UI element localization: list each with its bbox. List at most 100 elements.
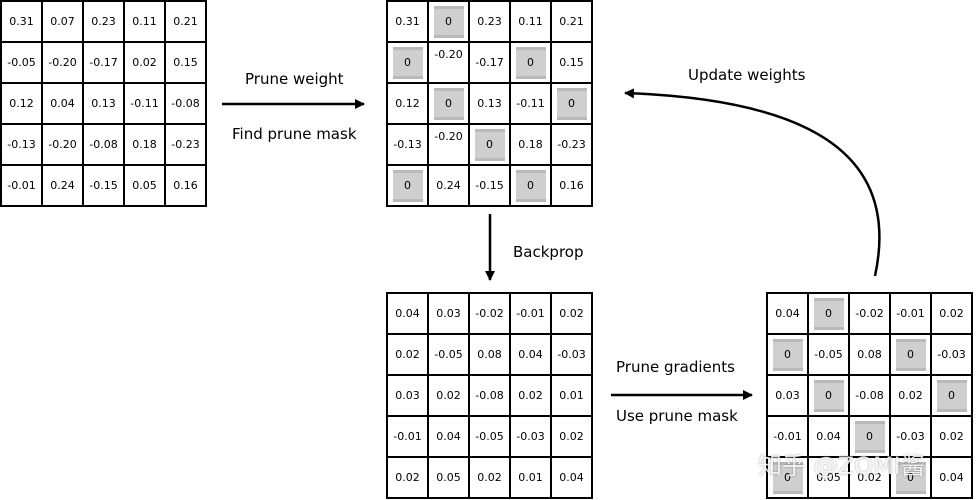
matrix-cell-value: -0.17 bbox=[475, 56, 504, 69]
matrix-cell: 0.08 bbox=[468, 333, 511, 376]
matrix-cell: 0 bbox=[766, 333, 809, 376]
matrix-cell-value: -0.02 bbox=[855, 307, 884, 320]
matrix-cell-value: -0.15 bbox=[89, 179, 118, 192]
matrix-cell-value: -0.01 bbox=[516, 307, 545, 320]
matrix-cell: 0 bbox=[766, 456, 809, 499]
matrix-cell-value: 0.04 bbox=[50, 97, 75, 110]
matrix-cell: 0.04 bbox=[807, 415, 850, 458]
matrix-cell: -0.08 bbox=[468, 374, 511, 417]
matrix-cell: -0.05 bbox=[468, 415, 511, 458]
matrix-cell: 0 bbox=[386, 41, 429, 84]
matrix-cell: 0.12 bbox=[386, 82, 429, 125]
matrix-cell: -0.13 bbox=[0, 123, 43, 166]
matrix-cell-value: 0.04 bbox=[436, 430, 461, 443]
matrix-cell: -0.08 bbox=[164, 82, 207, 125]
matrix-cell: -0.05 bbox=[427, 333, 470, 376]
matrix-cell-value: 0 bbox=[568, 97, 575, 110]
pruned-cell-highlight bbox=[772, 461, 803, 494]
matrix-cell-value: 0.01 bbox=[518, 471, 543, 484]
matrix-cell-value: 0.02 bbox=[436, 389, 461, 402]
matrix-cell-value: -0.01 bbox=[896, 307, 925, 320]
matrix-cell-value: 0.16 bbox=[173, 179, 198, 192]
matrix-cell: 0 bbox=[509, 164, 552, 207]
matrix-cell-value: 0.12 bbox=[9, 97, 34, 110]
pruned-cell-highlight bbox=[433, 5, 464, 38]
matrix-cell-value: 0 bbox=[784, 471, 791, 484]
matrix-cell: 0.11 bbox=[509, 0, 552, 43]
matrix-cell-value: -0.01 bbox=[393, 430, 422, 443]
matrix-cell: -0.17 bbox=[82, 41, 125, 84]
matrix-cell-value: 0 bbox=[486, 138, 493, 151]
matrix-cell-value: 0.03 bbox=[775, 389, 800, 402]
matrix-cell-value: -0.20 bbox=[434, 48, 463, 61]
matrix-cell-value: -0.05 bbox=[7, 56, 36, 69]
matrix-cell-value: -0.20 bbox=[434, 130, 463, 143]
matrix-cell: 0.24 bbox=[41, 164, 84, 207]
pruned-cell-highlight bbox=[936, 379, 967, 412]
matrix-cell: -0.01 bbox=[509, 292, 552, 335]
matrix-cell-value: 0.18 bbox=[518, 138, 543, 151]
pruned-cell-highlight bbox=[474, 128, 505, 161]
matrix-cell: 0.24 bbox=[427, 164, 470, 207]
pruned-cell-highlight bbox=[895, 461, 926, 494]
matrix-cell: -0.23 bbox=[550, 123, 593, 166]
matrix-cell: 0 bbox=[848, 415, 891, 458]
matrix-cell: 0.11 bbox=[123, 0, 166, 43]
matrix-cell-value: 0 bbox=[825, 307, 832, 320]
matrix-cell-value: 0 bbox=[404, 56, 411, 69]
matrix-cell: 0.02 bbox=[889, 374, 932, 417]
matrix-cell-value: 0.04 bbox=[559, 471, 584, 484]
matrix-cell-value: 0 bbox=[784, 348, 791, 361]
matrix-cell: -0.20 bbox=[427, 41, 470, 84]
matrix-cell: -0.02 bbox=[468, 292, 511, 335]
matrix-cell: 0 bbox=[807, 374, 850, 417]
matrix-cell-value: 0.07 bbox=[50, 15, 75, 28]
matrix-cell: 0 bbox=[427, 82, 470, 125]
matrix-cell-value: -0.17 bbox=[89, 56, 118, 69]
pruned-cell-highlight bbox=[515, 169, 546, 202]
matrix-cell: 0.04 bbox=[386, 292, 429, 335]
matrix-cell: 0.18 bbox=[509, 123, 552, 166]
matrix-cell: -0.01 bbox=[386, 415, 429, 458]
matrix-cell: 0.04 bbox=[509, 333, 552, 376]
arrow-update-weights bbox=[624, 88, 881, 277]
matrix-row: -0.13-0.20-0.08 0.18 -0.23 bbox=[0, 123, 207, 166]
matrix-cell: -0.11 bbox=[123, 82, 166, 125]
matrix-cell: -0.20 bbox=[41, 123, 84, 166]
matrix-cell: -0.15 bbox=[468, 164, 511, 207]
matrix-cell: -0.17 bbox=[468, 41, 511, 84]
matrix-cell: -0.01 bbox=[0, 164, 43, 207]
matrix-cell: 0.01 bbox=[550, 374, 593, 417]
matrix-cell-value: 0.02 bbox=[939, 307, 964, 320]
matrix-cell-value: -0.03 bbox=[557, 348, 586, 361]
matrix-cell: -0.03 bbox=[550, 333, 593, 376]
matrix-cell: 0.31 bbox=[0, 0, 43, 43]
matrix-cell-value: 0.15 bbox=[173, 56, 198, 69]
pruned-cell-highlight bbox=[515, 46, 546, 79]
matrix-cell: -0.20 bbox=[41, 41, 84, 84]
matrix-cell-value: 0.11 bbox=[132, 15, 157, 28]
matrix-cell-value: -0.01 bbox=[773, 430, 802, 443]
matrix-cell: 0.15 bbox=[164, 41, 207, 84]
matrix-cell: 0 bbox=[427, 0, 470, 43]
matrix-cell-value: 0.31 bbox=[9, 15, 34, 28]
matrix-cell-value: 0.13 bbox=[91, 97, 116, 110]
matrix-cell-value: 0 bbox=[907, 348, 914, 361]
matrix-cell-value: 0.02 bbox=[857, 471, 882, 484]
matrix-cell: 0 bbox=[468, 123, 511, 166]
matrix-cell-value: -0.23 bbox=[171, 138, 200, 151]
matrix-cell: 0.03 bbox=[766, 374, 809, 417]
matrix-cell: 0.02 bbox=[386, 456, 429, 499]
matrix-cell-value: 0.18 bbox=[132, 138, 157, 151]
matrix-cell: -0.11 bbox=[509, 82, 552, 125]
matrix-cell: 0.04 bbox=[550, 456, 593, 499]
matrix-cell: 0.23 bbox=[82, 0, 125, 43]
matrix-cell-value: 0.31 bbox=[395, 15, 420, 28]
pruned-cell-highlight bbox=[392, 169, 423, 202]
matrix-cell-value: 0.21 bbox=[559, 15, 584, 28]
matrix-cell-value: 0.02 bbox=[559, 430, 584, 443]
pruned-cell-highlight bbox=[392, 46, 423, 79]
matrix-cell: -0.08 bbox=[82, 123, 125, 166]
